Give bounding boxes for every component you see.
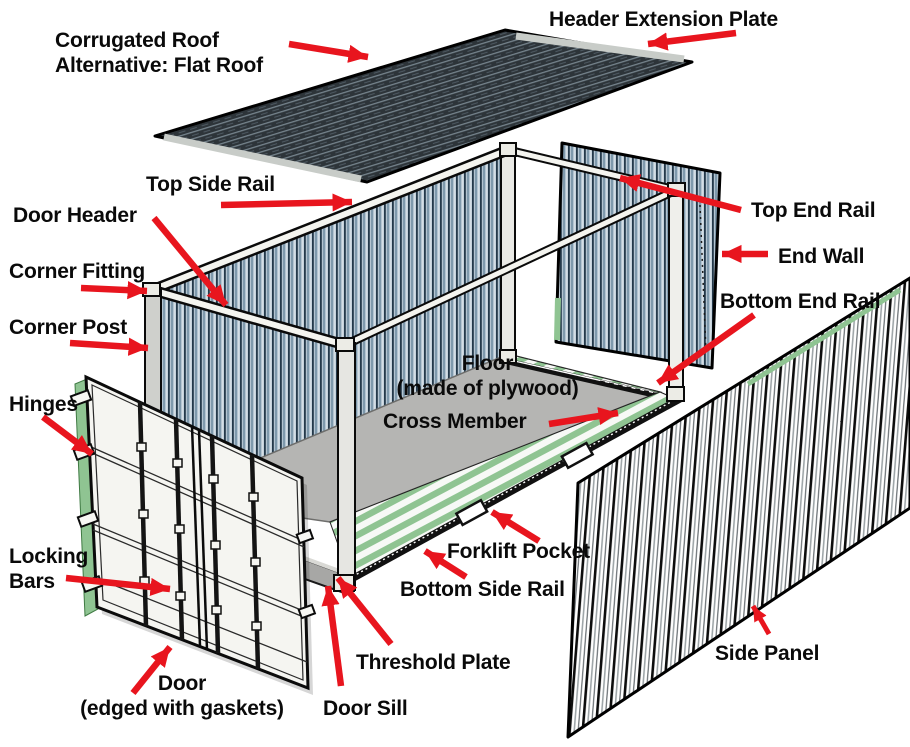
- arrow-bottom-end-rail: [656, 312, 756, 386]
- arrow-corner-fitting: [80, 281, 148, 300]
- near-top-side-rail-part: [343, 187, 678, 348]
- arrow-bottom-side-rail: [423, 548, 468, 580]
- door-assembly: [69, 374, 317, 695]
- forklift-pocket-parts: [454, 441, 595, 527]
- label-door-sill: Door Sill: [323, 697, 408, 720]
- label-top-end-rail: Top End Rail: [751, 199, 876, 222]
- label-bottom-end-rail: Bottom End Rail: [720, 290, 881, 313]
- arrow-top-end-rail: [619, 174, 742, 214]
- arrow-header-extension-plate: [647, 29, 737, 51]
- label-bottom-side-rail: Bottom Side Rail: [400, 578, 565, 601]
- header-extension-plate-part: [515, 32, 685, 63]
- label-threshold-plate: Threshold Plate: [356, 651, 511, 674]
- label-floor: Floor (made of plywood): [396, 352, 579, 400]
- arrow-top-side-rail: [220, 193, 353, 212]
- front-right-corner-post: [337, 342, 356, 591]
- label-corner-fitting: Corner Fitting: [9, 260, 146, 283]
- bottom-side-rail-part: [346, 395, 682, 585]
- arrow-forklift-pocket: [490, 509, 541, 544]
- callout-arrows: [41, 29, 772, 696]
- label-top-side-rail: Top Side Rail: [146, 173, 275, 196]
- label-corner-post: Corner Post: [9, 316, 127, 339]
- label-forklift-pocket: Forklift Pocket: [447, 540, 590, 563]
- end-wall-rivets: [699, 204, 707, 353]
- arrow-cross-member: [548, 407, 619, 428]
- arrow-side-panel: [750, 604, 772, 636]
- end-wall-gasket: [554, 297, 561, 341]
- arrow-door-header: [151, 215, 229, 308]
- arrow-door-sill: [321, 585, 345, 687]
- roof-panel: [153, 28, 694, 184]
- arrow-hinges: [41, 414, 94, 457]
- label-hinges: Hinges: [9, 393, 78, 416]
- label-door-header: Door Header: [13, 204, 137, 227]
- arrow-door: [130, 644, 173, 696]
- label-side-panel: Side Panel: [715, 642, 820, 665]
- label-cross-member: Cross Member: [383, 410, 527, 433]
- bottom-end-rail-part: [509, 359, 679, 403]
- arrow-locking-bars: [65, 574, 171, 596]
- label-locking-bars: Locking Bars: [9, 545, 89, 593]
- label-corrugated-roof: Corrugated Roof Alternative: Flat Roof: [55, 29, 263, 77]
- label-header-extension-plate: Header Extension Plate: [549, 8, 779, 31]
- container-frame: [142, 142, 686, 597]
- arrow-corrugated-roof: [288, 40, 369, 63]
- label-door: Door (edged with gaskets): [80, 672, 284, 720]
- door-header-part: [151, 287, 346, 348]
- label-end-wall: End Wall: [778, 245, 865, 268]
- rear-left-corner-post: [500, 147, 516, 363]
- arrow-threshold-plate: [335, 575, 394, 647]
- roof-near-edge-rail: [163, 133, 362, 183]
- side-panel-gasket: [746, 287, 902, 387]
- top-side-rail-part: [150, 147, 510, 293]
- side-panel-part: [566, 276, 910, 739]
- arrow-corner-post: [69, 337, 149, 356]
